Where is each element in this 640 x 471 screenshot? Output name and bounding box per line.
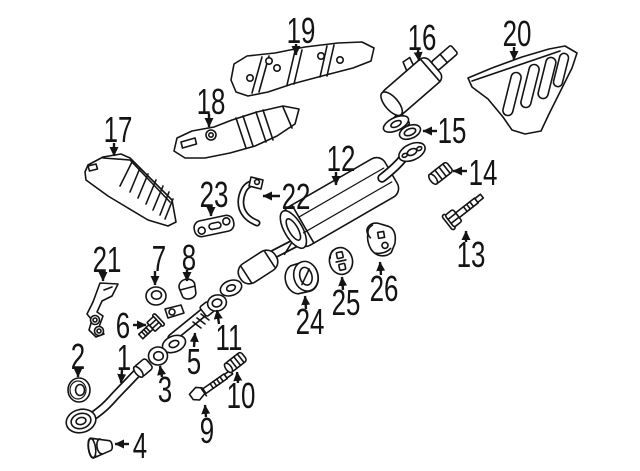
callout-label-3: 3 xyxy=(158,370,172,410)
part-9-stud-bolt xyxy=(188,369,234,401)
callout-16-rear-muffler: 16 xyxy=(408,18,437,62)
callout-24-clamp-ring: 24 xyxy=(296,295,325,342)
callout-label-12: 12 xyxy=(327,139,356,179)
callout-arrow-26 xyxy=(376,261,386,276)
callout-12-center-muffler: 12 xyxy=(327,139,356,186)
callout-4-cone-spring: 4 xyxy=(114,426,147,466)
callout-17-heat-shield-front: 17 xyxy=(104,110,133,157)
callout-label-6: 6 xyxy=(116,306,130,346)
part-24-clamp-ring xyxy=(284,260,320,295)
callout-26-hanger-bracket: 26 xyxy=(370,261,399,309)
callout-23-flat-bracket: 23 xyxy=(200,175,229,217)
callout-8-cap-nut: 8 xyxy=(182,238,196,282)
callout-label-7: 7 xyxy=(152,239,166,279)
part-15-muffler-gasket xyxy=(398,123,422,141)
callout-14-ribbed-spacer: 14 xyxy=(452,153,498,193)
part-6-flange-bolt xyxy=(137,313,166,340)
callout-arrow-3 xyxy=(157,365,167,378)
callout-3-pipe-gasket: 3 xyxy=(157,365,172,410)
part-13-hanger-bolt xyxy=(441,193,485,231)
part-18-heat-shield xyxy=(173,105,300,159)
callout-label-18: 18 xyxy=(197,82,226,122)
callout-11-converter-gasket: 11 xyxy=(213,309,243,358)
callout-label-14: 14 xyxy=(469,153,498,193)
callout-arrow-1 xyxy=(117,369,127,384)
part-19-heat-shield xyxy=(230,41,375,97)
callout-9-stud-bolt: 9 xyxy=(200,404,214,451)
callout-arrow-9 xyxy=(201,404,211,418)
part-4-cone-spring xyxy=(87,437,114,459)
part-26-hanger-bracket xyxy=(366,222,397,257)
callout-arrow-24 xyxy=(301,295,311,310)
callout-label-13: 13 xyxy=(457,235,486,275)
callout-label-19: 19 xyxy=(287,11,316,51)
callout-arrow-5 xyxy=(189,332,199,348)
callout-label-25: 25 xyxy=(332,283,361,323)
callout-label-15: 15 xyxy=(438,111,467,151)
callout-label-22: 22 xyxy=(282,177,311,217)
callout-arrow-11 xyxy=(213,309,223,325)
part-7-grommet xyxy=(145,286,167,306)
part-1-front-exhaust-pipe xyxy=(65,358,153,434)
callout-label-1: 1 xyxy=(117,338,131,378)
part-11-converter-gasket xyxy=(206,294,228,312)
part-2-pipe-ring-gasket xyxy=(67,377,91,403)
callout-10-spacer-sleeve: 10 xyxy=(227,371,256,416)
callout-19-heat-shield-main: 19 xyxy=(287,11,316,56)
callout-1-front-exhaust-pipe: 1 xyxy=(117,338,131,384)
callout-arrow-16 xyxy=(413,49,423,62)
callout-5-center-pipe: 5 xyxy=(187,332,201,382)
part-3-pipe-gasket xyxy=(147,346,169,366)
callout-6-flange-bolt: 6 xyxy=(116,306,147,346)
callout-label-4: 4 xyxy=(133,426,147,466)
part-8-cap-nut xyxy=(178,278,197,300)
part-16-rear-muffler xyxy=(380,45,458,134)
callout-18-heat-shield-center: 18 xyxy=(197,82,226,128)
callout-arrow-10 xyxy=(233,371,243,384)
callout-13-hanger-bolt: 13 xyxy=(457,230,486,275)
part-12-center-muffler xyxy=(219,141,426,297)
callout-label-17: 17 xyxy=(104,110,133,150)
part-14-ribbed-spacer xyxy=(427,161,453,186)
callout-label-24: 24 xyxy=(296,302,325,342)
callout-label-16: 16 xyxy=(408,18,437,58)
callout-label-20: 20 xyxy=(503,14,532,54)
part-17-heat-shield xyxy=(84,153,177,227)
callout-22-hanger-hook: 22 xyxy=(262,177,311,217)
callout-25-rubber-hanger: 25 xyxy=(332,276,361,323)
part-10-spacer-sleeve xyxy=(223,351,247,374)
part-23-flat-bracket xyxy=(193,214,235,238)
callout-20-heat-shield-rear: 20 xyxy=(503,14,532,61)
callout-21-support-bracket: 21 xyxy=(93,240,122,282)
callout-label-11: 11 xyxy=(216,318,243,358)
part-5-center-pipe xyxy=(161,301,215,354)
callout-label-10: 10 xyxy=(227,376,256,416)
part-25-rubber-hanger xyxy=(328,246,354,276)
callout-label-5: 5 xyxy=(187,342,201,382)
callout-label-9: 9 xyxy=(200,411,214,451)
callout-2-pipe-ring-gasket: 2 xyxy=(71,337,85,378)
callout-label-8: 8 xyxy=(182,238,196,278)
part-21-support-bracket xyxy=(86,282,119,338)
callout-label-26: 26 xyxy=(370,269,399,309)
callout-arrow-25 xyxy=(338,276,348,291)
part-22-hanger-hook xyxy=(237,176,264,227)
callout-7-grommet: 7 xyxy=(150,239,166,286)
callout-label-21: 21 xyxy=(93,240,122,280)
callout-label-23: 23 xyxy=(200,175,229,215)
callout-label-2: 2 xyxy=(71,337,85,377)
callout-15-muffler-gasket: 15 xyxy=(422,111,467,151)
part-20-heat-shield xyxy=(467,45,578,135)
